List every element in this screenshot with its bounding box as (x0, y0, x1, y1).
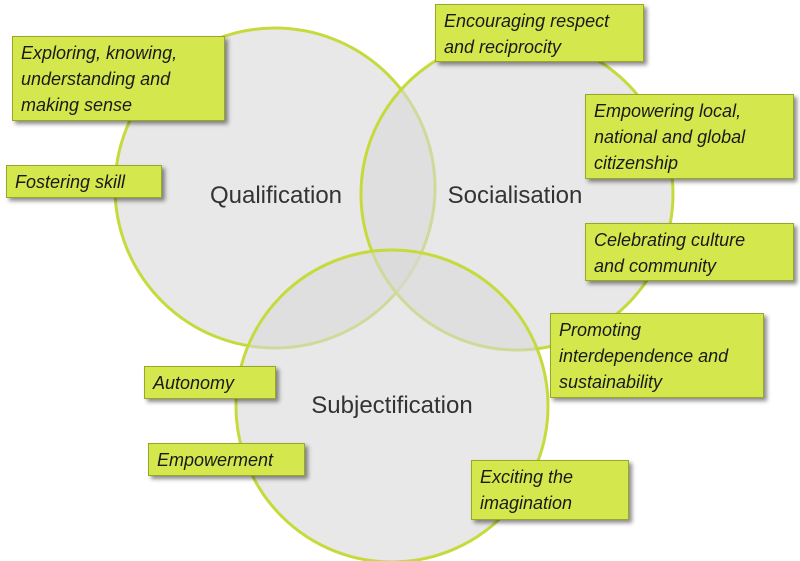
tag-encouraging-respect-line: and reciprocity (444, 37, 562, 57)
tag-empowerment-line: Empowerment (157, 450, 274, 470)
tag-promoting-interdependence-line: sustainability (559, 372, 663, 392)
qualification-label: Qualification (210, 182, 342, 209)
tag-exciting-imagination-line: imagination (480, 493, 573, 513)
tag-promoting-interdependence-line: interdependence and (559, 346, 729, 366)
tag-encouraging-respect-line: Encouraging respect (444, 11, 610, 31)
tag-celebrating-culture-line: Celebrating culture (594, 230, 746, 250)
tag-empowerment: Empowerment (148, 443, 305, 476)
tag-autonomy: Autonomy (144, 366, 276, 399)
tag-empowering-citizenship: Empowering local, national and global ci… (585, 94, 794, 179)
tag-celebrating-culture-line: and community (594, 256, 717, 276)
tag-exploring-line: making sense (21, 95, 133, 115)
tag-fostering-skill-line: Fostering skill (15, 172, 126, 192)
socialisation-label: Socialisation (448, 182, 583, 209)
subjectification-label: Subjectification (311, 392, 472, 419)
tag-exciting-imagination-line: Exciting the (480, 467, 574, 487)
subjectification-circle (234, 248, 550, 561)
tag-autonomy-line: Autonomy (153, 373, 235, 393)
tag-empowering-citizenship-line: Empowering local, (594, 101, 742, 121)
tag-promoting-interdependence: Promoting interdependence and sustainabi… (550, 313, 764, 398)
tag-fostering-skill: Fostering skill (6, 165, 162, 198)
tag-exploring-line: Exploring, knowing, (21, 43, 178, 63)
tag-empowering-citizenship-line: citizenship (594, 153, 679, 173)
tag-exploring: Exploring, knowing, understanding and ma… (12, 36, 225, 121)
tag-promoting-interdependence-line: Promoting (559, 320, 642, 340)
tag-encouraging-respect: Encouraging respect and reciprocity (435, 4, 644, 62)
tag-exploring-line: understanding and (21, 69, 171, 89)
tag-celebrating-culture: Celebrating culture and community (585, 223, 794, 281)
tag-empowering-citizenship-line: national and global (594, 127, 746, 147)
tag-exciting-imagination: Exciting the imagination (471, 460, 629, 520)
